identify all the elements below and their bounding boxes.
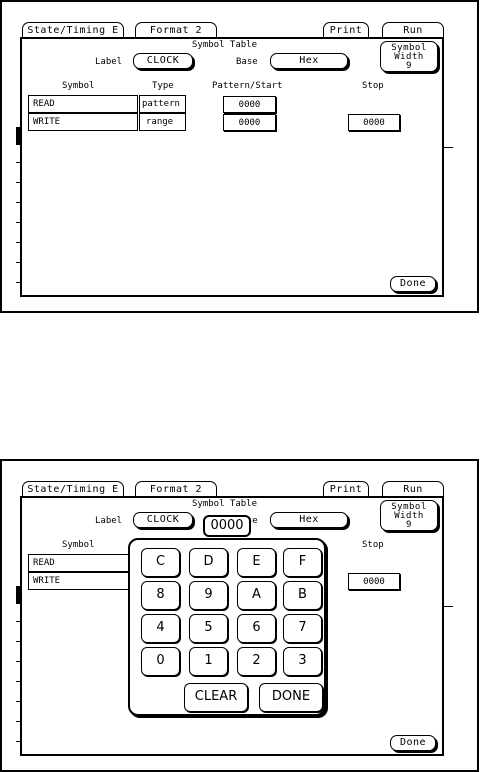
clear-key[interactable]: CLEAR <box>184 683 248 712</box>
key-1[interactable]: 1 <box>189 647 228 676</box>
done-button[interactable]: Done <box>390 276 436 292</box>
symbol-width-value: 9 <box>406 61 412 71</box>
symbol-width-label-2: Width <box>394 511 424 521</box>
key-b[interactable]: B <box>283 581 322 610</box>
screen-symbol-table: State/Timing E Format 2 Print Run Symbol… <box>0 0 479 313</box>
background-line <box>443 606 453 607</box>
background-marker <box>16 586 20 604</box>
side-tick <box>16 222 22 223</box>
base-select[interactable]: Hex <box>270 512 348 528</box>
screen-symbol-table-keypad: State/Timing E Format 2 Print Run Symbol… <box>0 459 479 772</box>
state-timing-tab[interactable]: State/Timing E <box>22 22 124 40</box>
side-tick <box>16 721 22 722</box>
dialog-title: Symbol Table <box>192 499 258 509</box>
format-tab[interactable]: Format 2 <box>135 22 217 40</box>
row-write-pattern[interactable]: 0000 <box>223 114 276 131</box>
label-select[interactable]: CLOCK <box>133 512 193 528</box>
side-tick <box>16 701 22 702</box>
col-type: Type <box>152 81 174 91</box>
row-read-pattern[interactable]: 0000 <box>223 96 276 113</box>
row-read-type[interactable]: pattern <box>139 95 186 113</box>
run-button[interactable]: Run <box>382 481 444 499</box>
pattern-display: 0000 <box>203 515 251 537</box>
label-caption: Label <box>95 516 123 526</box>
key-a[interactable]: A <box>237 581 276 610</box>
row-read-symbol[interactable]: READ <box>28 554 138 572</box>
run-button[interactable]: Run <box>382 22 444 40</box>
state-timing-tab[interactable]: State/Timing E <box>22 481 124 499</box>
side-tick <box>16 741 22 742</box>
col-symbol: Symbol <box>62 81 95 91</box>
key-9[interactable]: 9 <box>189 581 228 610</box>
side-tick <box>16 262 22 263</box>
side-tick <box>16 202 22 203</box>
key-c[interactable]: C <box>141 548 180 577</box>
symbol-width-value: 9 <box>406 520 412 530</box>
key-0[interactable]: 0 <box>141 647 180 676</box>
label-select[interactable]: CLOCK <box>133 53 193 69</box>
symbol-width-label-1: Symbol <box>391 43 427 53</box>
label-caption: Label <box>95 57 123 67</box>
key-6[interactable]: 6 <box>237 614 276 643</box>
col-stop: Stop <box>362 81 384 91</box>
base-caption: Base <box>236 57 258 67</box>
side-tick <box>16 182 22 183</box>
symbol-width-button[interactable]: Symbol Width 9 <box>380 41 438 72</box>
side-tick <box>16 661 22 662</box>
background-marker <box>16 127 20 145</box>
print-button[interactable]: Print <box>323 22 369 40</box>
col-pattern: Pattern/Start <box>212 81 283 91</box>
format-tab[interactable]: Format 2 <box>135 481 217 499</box>
row-write-type[interactable]: range <box>139 113 186 131</box>
key-2[interactable]: 2 <box>237 647 276 676</box>
key-d[interactable]: D <box>189 548 228 577</box>
background-line <box>443 147 453 148</box>
side-tick <box>16 282 22 283</box>
key-f[interactable]: F <box>283 548 322 577</box>
key-3[interactable]: 3 <box>283 647 322 676</box>
done-key[interactable]: DONE <box>259 683 323 712</box>
side-tick <box>16 242 22 243</box>
side-tick <box>16 641 22 642</box>
symbol-width-label-2: Width <box>394 52 424 62</box>
symbol-table-dialog: Symbol Table Label CLOCK Base Hex Symbol… <box>20 37 444 297</box>
symbol-width-label-1: Symbol <box>391 502 427 512</box>
col-symbol: Symbol <box>62 540 95 550</box>
key-4[interactable]: 4 <box>141 614 180 643</box>
dialog-title: Symbol Table <box>192 40 258 50</box>
print-button[interactable]: Print <box>323 481 369 499</box>
row-write-stop[interactable]: 0000 <box>348 573 400 590</box>
key-8[interactable]: 8 <box>141 581 180 610</box>
base-select[interactable]: Hex <box>270 53 348 69</box>
key-e[interactable]: E <box>237 548 276 577</box>
row-write-stop[interactable]: 0000 <box>348 114 400 131</box>
hex-keypad: C D E F 8 9 A B 4 5 6 7 0 1 2 3 CLEAR DO… <box>128 538 326 716</box>
key-5[interactable]: 5 <box>189 614 228 643</box>
side-tick <box>16 621 22 622</box>
side-tick <box>16 681 22 682</box>
row-write-symbol[interactable]: WRITE <box>28 572 138 590</box>
row-read-symbol[interactable]: READ <box>28 95 138 113</box>
key-7[interactable]: 7 <box>283 614 322 643</box>
side-tick <box>16 162 22 163</box>
symbol-width-button[interactable]: Symbol Width 9 <box>380 500 438 531</box>
col-stop: Stop <box>362 540 384 550</box>
row-write-symbol[interactable]: WRITE <box>28 113 138 131</box>
done-button[interactable]: Done <box>390 735 436 751</box>
